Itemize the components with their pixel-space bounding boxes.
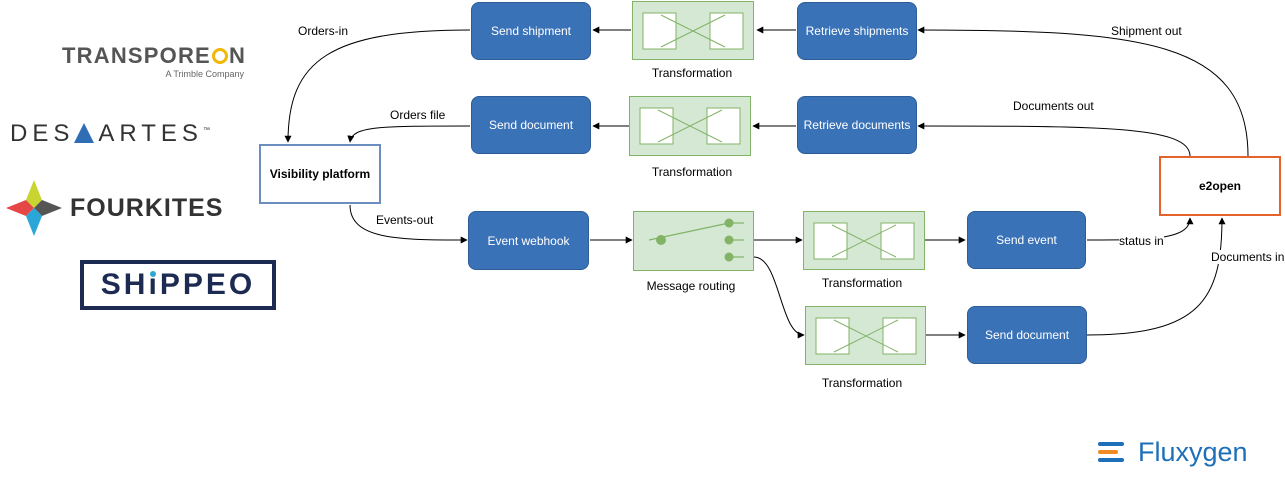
send-event-node[interactable]: Send event: [967, 211, 1086, 269]
retrieve-shipments-node[interactable]: Retrieve shipments: [797, 2, 917, 60]
transporeon-o-icon: [211, 48, 228, 64]
message-routing-caption: Message routing: [646, 279, 736, 293]
edge-events-out: [349, 204, 468, 244]
transformation-icon: [815, 317, 917, 355]
transporeon-wordmark-tail: N: [228, 43, 247, 68]
label-orders-file: Orders file: [390, 108, 446, 122]
edge-routing-transform2: [753, 256, 805, 339]
e2open-node[interactable]: e2open: [1159, 156, 1281, 216]
send-document-bottom-node[interactable]: Send document: [967, 306, 1087, 364]
descartes-trademark: ™: [202, 127, 210, 134]
transformation-box-2[interactable]: [629, 96, 751, 156]
shippeo-wordmark-a: SH: [100, 268, 149, 301]
descartes-logo: DES ARTES™: [10, 120, 210, 148]
transformation-icon: [813, 222, 915, 260]
transporeon-logo: TRANSPORE N A Trimble Company: [62, 43, 246, 79]
label-orders-in: Orders-in: [298, 24, 349, 38]
event-webhook-node[interactable]: Event webhook: [468, 211, 589, 270]
fluxygen-logo: Fluxygen: [1098, 435, 1248, 469]
edge-documents-in: [1086, 217, 1226, 336]
shippeo-wordmark-b: PPEO: [159, 268, 256, 301]
send-document-top-node[interactable]: Send document: [471, 96, 591, 154]
message-routing-box[interactable]: [633, 211, 754, 271]
fluxygen-bars-icon: [1098, 442, 1124, 462]
label-shipment-out: Shipment out: [1111, 24, 1182, 38]
transporeon-wordmark: TRANSPORE: [62, 43, 211, 68]
label-status-in: status in: [1119, 234, 1164, 248]
label-events-out: Events-out: [376, 213, 434, 227]
descartes-wordmark-b: ARTES: [98, 120, 203, 147]
transporeon-subtitle: A Trimble Company: [165, 69, 245, 79]
retrieve-documents-node[interactable]: Retrieve documents: [797, 96, 917, 154]
transformation-icon: [639, 107, 741, 145]
label-documents-in: Documents in: [1211, 250, 1285, 264]
fourkites-kite-icon: [6, 180, 62, 236]
edge-shipment-out: [917, 26, 1249, 157]
send-shipment-node[interactable]: Send shipment: [471, 2, 591, 60]
transformation-caption-3: Transformation: [821, 276, 903, 290]
transformation-caption-1: Transformation: [651, 66, 733, 80]
router-icon: [648, 218, 744, 262]
fourkites-logo: FOURKITES: [4, 178, 222, 238]
transformation-icon: [642, 12, 744, 50]
edge-orders-file: [347, 125, 471, 143]
shippeo-i-icon: ı: [148, 268, 160, 301]
edge-documents-out: [917, 122, 1191, 157]
fourkites-wordmark: FOURKITES: [70, 194, 224, 222]
descartes-triangle-icon: [74, 123, 95, 143]
transformation-caption-4: Transformation: [821, 376, 903, 390]
visibility-platform-node[interactable]: Visibility platform: [259, 144, 381, 204]
transformation-box-1[interactable]: [632, 1, 754, 60]
transformation-box-3[interactable]: [803, 211, 925, 270]
descartes-wordmark-a: DES: [10, 120, 75, 147]
fluxygen-wordmark: Fluxygen: [1138, 436, 1248, 467]
label-documents-out: Documents out: [1013, 99, 1094, 113]
transformation-box-4[interactable]: [805, 306, 926, 365]
transformation-caption-2: Transformation: [651, 165, 733, 179]
edge-orders-in: [284, 29, 471, 143]
